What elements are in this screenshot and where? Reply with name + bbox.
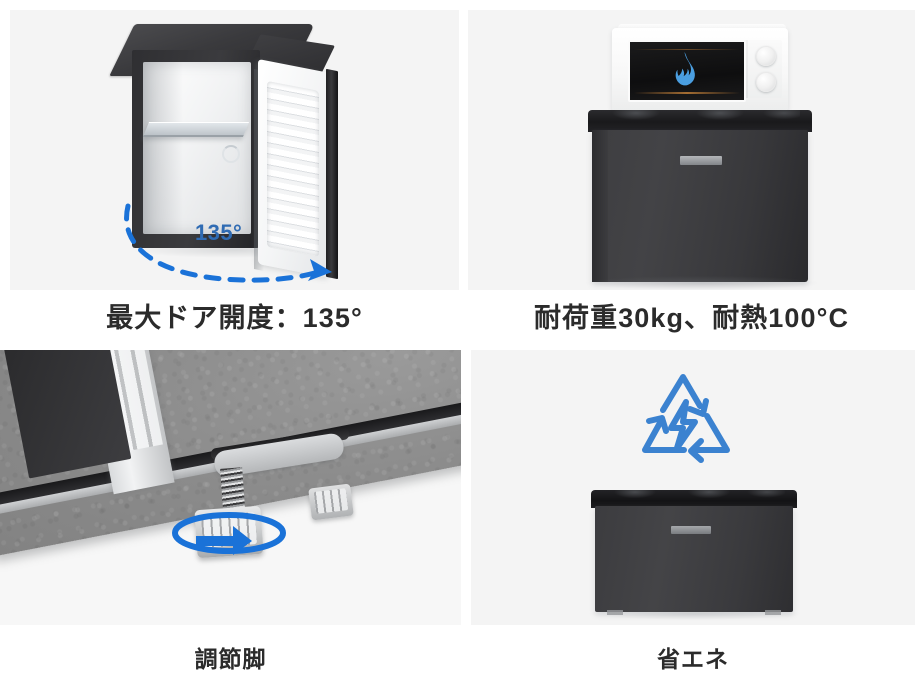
fridge-brand-logo — [680, 156, 722, 165]
load-heat-photo — [468, 10, 915, 290]
microwave-on-fridge-illustration — [468, 10, 915, 290]
microwave-knob-upper — [756, 46, 776, 66]
panel-load-heat — [468, 10, 915, 290]
recycle-bolt-icon — [642, 374, 730, 463]
arc-arrowhead-icon — [308, 259, 332, 281]
panel-energy-saving — [471, 350, 915, 625]
recycle-arrowhead-right — [687, 398, 709, 417]
microwave-knob-lower — [756, 72, 776, 92]
panel-adjustable-feet — [0, 350, 461, 625]
eco-fridge-brand-logo — [671, 526, 711, 534]
microwave-window — [628, 40, 746, 102]
eco-fridge-body — [595, 506, 793, 612]
rotation-arrow-annotation — [172, 512, 286, 555]
panel-door-angle: 135° — [10, 10, 459, 290]
recycle-arrow-left — [642, 418, 687, 453]
dashed-arc-icon — [124, 203, 321, 283]
adjustable-feet-photo — [0, 350, 461, 625]
fridge-underside-illustration — [0, 350, 461, 625]
thermostat-dial — [222, 145, 240, 163]
energy-saving-photo — [471, 350, 915, 625]
fridge-side-panel — [592, 130, 608, 282]
angle-value-label: 135° — [195, 220, 243, 245]
caption-energy-saving: 省エネ — [657, 646, 729, 672]
interior-shadow — [143, 62, 183, 234]
flame-icon — [664, 50, 704, 90]
caption-load-heat: 耐荷重30kg、耐熱100°C — [533, 303, 850, 333]
fridge-floor-shadow — [586, 276, 818, 290]
eco-fridge-top-contours — [603, 490, 785, 502]
microwave-door-handle — [744, 40, 748, 98]
door-angle-photo: 135° — [10, 10, 459, 290]
rotation-arrowhead-icon — [196, 526, 252, 555]
eco-fridge-feet — [601, 610, 787, 615]
rotation-ellipse-icon — [172, 512, 286, 554]
recycle-arrow-top — [660, 374, 703, 413]
caption-door-angle: 最大ドア開度：135° — [106, 303, 363, 333]
recycle-arrow-right — [692, 413, 730, 453]
recycle-arrowhead-bottom — [688, 438, 704, 463]
angle-arc-annotation — [124, 203, 332, 283]
recycle-arrowhead-left — [646, 415, 669, 434]
lightning-bolt-glyph — [668, 399, 698, 451]
fridge-top-contours — [600, 110, 800, 124]
flame-glyph — [675, 52, 695, 86]
caption-adjustable-feet: 調節脚 — [194, 646, 267, 672]
fridge-body — [592, 130, 808, 282]
fridge-open-door-illustration: 135° — [10, 10, 459, 290]
fridge-front-illustration — [471, 350, 915, 625]
